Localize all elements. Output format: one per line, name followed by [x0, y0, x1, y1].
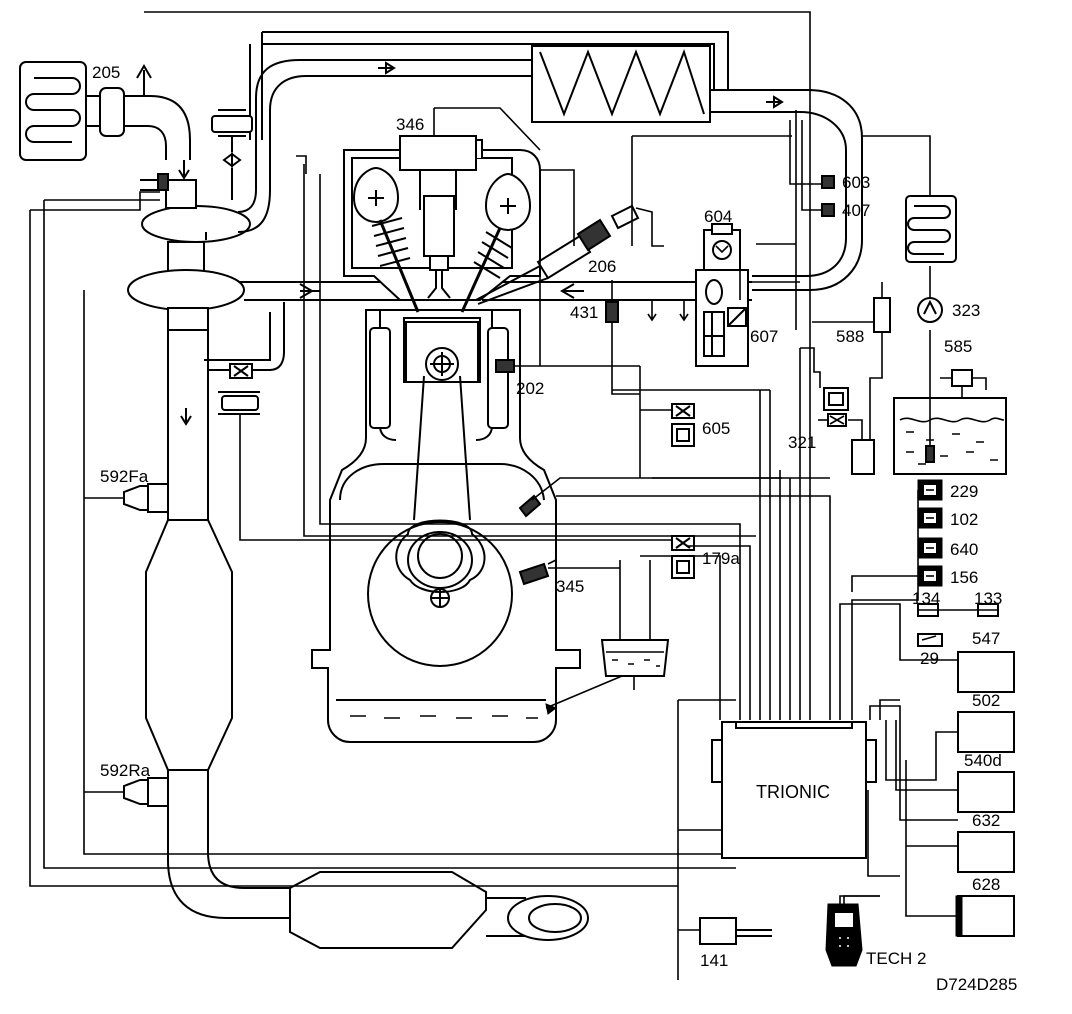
label-133: 133 — [974, 589, 1002, 608]
label-134: 134 — [912, 589, 940, 608]
lambda-sensor-592Fa — [123, 483, 169, 513]
air-mass-meter-205 — [86, 64, 191, 160]
component-502 — [957, 711, 1015, 753]
oil-level-sensor-line — [545, 675, 623, 709]
label-547: 547 — [972, 629, 1000, 648]
fuse-133 — [977, 603, 999, 617]
sensor-407 — [821, 203, 835, 217]
wastegate-actuator-upper — [140, 173, 169, 191]
label-229: 229 — [950, 482, 978, 501]
label-323: 323 — [952, 301, 980, 320]
diagram-id: D724D285 — [936, 975, 1017, 994]
component-labels: 205 346 603 407 604 206 431 607 588 585 … — [92, 63, 1017, 994]
fuel-pump-323 — [917, 266, 943, 323]
label-202: 202 — [516, 379, 544, 398]
label-588: 588 — [836, 327, 864, 346]
label-345: 345 — [556, 577, 584, 596]
oil-level-sensor — [545, 703, 558, 715]
ecu-label: TRIONIC — [756, 782, 830, 802]
label-607: 607 — [750, 327, 778, 346]
charcoal-canister — [600, 560, 670, 690]
label-156: 156 — [950, 568, 978, 587]
label-604: 604 — [704, 207, 732, 226]
label-tech2: TECH 2 — [866, 949, 926, 968]
coolant-temp-sensor-202 — [495, 359, 640, 373]
label-592Ra: 592Ra — [100, 761, 151, 780]
component-547 — [957, 651, 1015, 693]
relay-229 — [917, 479, 943, 501]
component-628-edge — [955, 895, 963, 937]
intercooler — [531, 45, 711, 123]
label-141: 141 — [700, 951, 728, 970]
solenoid-valve-179a — [671, 535, 695, 579]
label-502: 502 — [972, 691, 1000, 710]
label-102: 102 — [950, 510, 978, 529]
lambda-sensor-592Ra — [123, 777, 169, 807]
throttle-body-604 — [695, 223, 800, 367]
fuel-level-sensor-585 — [940, 369, 987, 398]
label-407: 407 — [842, 201, 870, 220]
flow-arrow — [178, 160, 190, 180]
label-603: 603 — [842, 173, 870, 192]
label-628: 628 — [972, 875, 1000, 894]
wiring-harness — [29, 110, 994, 980]
label-540d: 540d — [964, 751, 1002, 770]
exhaust-valve — [460, 172, 532, 313]
ignition-cassette-346 — [399, 107, 541, 299]
air-filter — [19, 61, 87, 161]
evap-canister-small — [851, 439, 875, 475]
label-205: 205 — [92, 63, 120, 82]
pressure-regulator-588 — [812, 282, 891, 444]
vacuum-ports — [647, 300, 689, 322]
crank-position-sensor — [518, 477, 830, 518]
label-29: 29 — [920, 649, 939, 668]
relay-640 — [917, 537, 943, 559]
relay-102 — [917, 507, 943, 529]
label-179a: 179a — [702, 549, 740, 568]
boost-control-valve — [204, 302, 672, 541]
label-321: 321 — [788, 433, 816, 452]
sensor-603 — [821, 175, 835, 189]
trionic-ecu: TRIONIC — [711, 721, 877, 859]
label-431: 431 — [570, 303, 598, 322]
intake-valve — [352, 166, 420, 313]
component-540d — [957, 771, 1015, 813]
sensor-431 — [605, 280, 640, 395]
flow-arrow — [180, 408, 192, 426]
evap-valve-321 — [818, 387, 849, 427]
solenoid-valve-605 — [640, 403, 695, 447]
relay-156 — [917, 565, 943, 587]
component-632 — [957, 831, 1015, 873]
bypass-valve — [211, 109, 253, 200]
tech2-scan-tool — [825, 895, 880, 967]
fuel-tank — [893, 330, 1007, 475]
switch-29 — [917, 633, 943, 647]
sensor-141 — [699, 917, 772, 945]
knock-sensor-345 — [518, 559, 620, 586]
component-628 — [957, 895, 1015, 937]
fuel-injector-206 — [475, 204, 664, 305]
label-605: 605 — [702, 419, 730, 438]
sensor-lines — [789, 120, 822, 211]
evap-line — [848, 419, 863, 440]
intercooler-outlet-pipe — [710, 89, 863, 291]
label-640: 640 — [950, 540, 978, 559]
label-206: 206 — [588, 257, 616, 276]
turbocharger — [127, 179, 251, 331]
label-585: 585 — [944, 337, 972, 356]
fuse-134 — [917, 603, 939, 617]
fuel-filter — [862, 135, 957, 263]
label-592Fa: 592Fa — [100, 467, 149, 486]
label-346: 346 — [396, 115, 424, 134]
label-632: 632 — [972, 811, 1000, 830]
